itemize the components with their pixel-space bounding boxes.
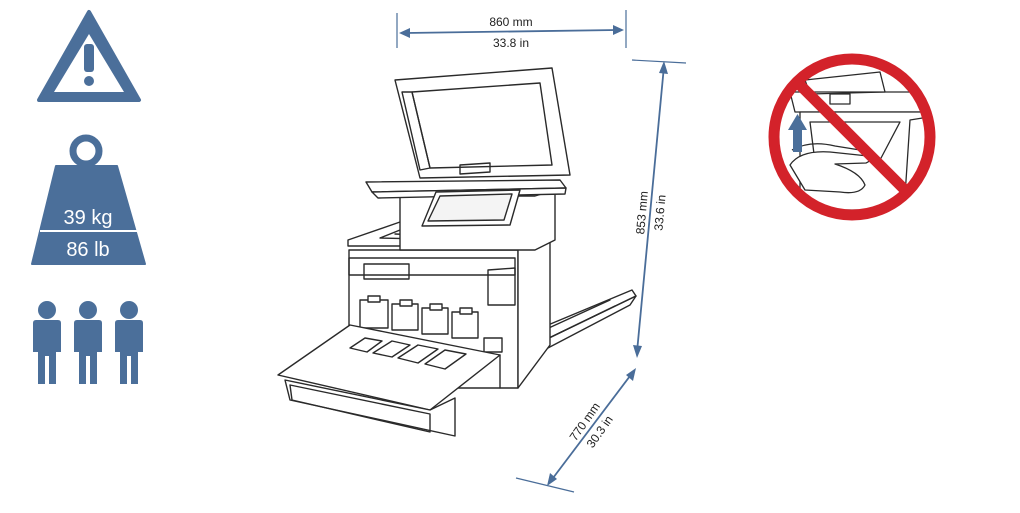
no-lift-by-scanner-icon <box>768 53 936 221</box>
height-dimension: 853 mm 33.6 in <box>631 59 687 358</box>
weight-imperial-label: 86 lb <box>66 239 109 261</box>
width-mm-label: 860 mm <box>489 15 532 29</box>
width-in-label: 33.8 in <box>493 36 529 50</box>
width-dimension: 860 mm 33.8 in <box>396 10 627 50</box>
weight-metric-label: 39 kg <box>64 207 113 229</box>
printer-illustration <box>277 67 637 437</box>
depth-dimension: 770 mm 30.3 in <box>515 368 636 493</box>
height-in-label: 33.6 in <box>651 194 668 231</box>
warning-triangle-icon <box>37 10 141 102</box>
three-people-icon <box>33 301 143 384</box>
person-icon <box>74 301 102 384</box>
person-icon <box>33 301 61 384</box>
weight-icon: 39 kg 86 lb <box>31 134 146 265</box>
height-mm-label: 853 mm <box>633 190 651 234</box>
person-icon <box>115 301 143 384</box>
